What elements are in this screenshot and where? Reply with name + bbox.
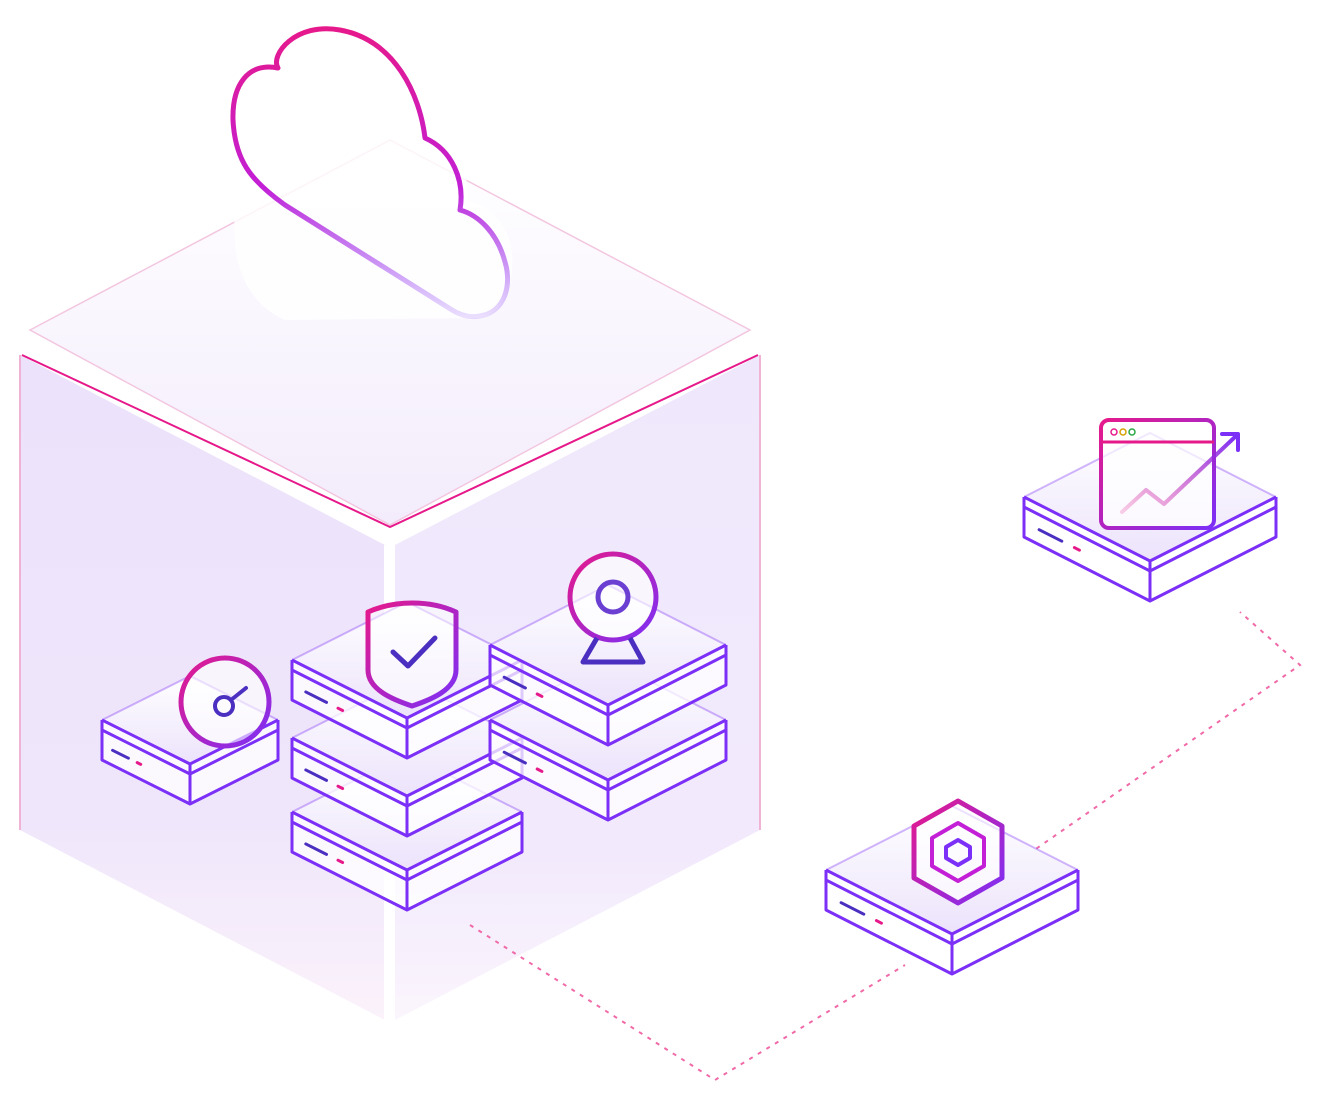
slab-indicator (336, 706, 345, 713)
slab-outline (488, 718, 728, 822)
slab-indicator (336, 784, 345, 791)
vertical-ticks (55, 626, 1254, 980)
slab-indicator (304, 690, 328, 704)
slab-indicator (874, 919, 883, 925)
slab-indicator (535, 767, 544, 773)
slab-indicator (535, 692, 544, 698)
speedometer-icon (178, 655, 272, 749)
slab-indicator (839, 901, 866, 916)
window-dot-green (1128, 428, 1136, 436)
slab-indicator (111, 748, 130, 760)
slab-outline (488, 643, 728, 747)
slab-outline (1022, 495, 1278, 603)
slab-stack-b-1 (488, 583, 728, 747)
browser-chart-icon (1099, 418, 1240, 530)
cube-edge-top-left (21, 354, 759, 529)
slab-indicator (135, 761, 143, 766)
slab-outline (290, 810, 524, 912)
slab-outline (290, 658, 524, 760)
slab-indicator (1037, 528, 1064, 543)
slab-indicator (502, 750, 527, 765)
cloud-icon (230, 26, 513, 320)
connection-line-2 (1019, 611, 1302, 861)
slab-outline (290, 736, 524, 838)
shield-check-icon (365, 600, 459, 709)
slab-indicator (304, 768, 328, 782)
window-dot-red (1110, 428, 1118, 436)
slab-indicator (304, 842, 328, 856)
slab-indicator (502, 675, 527, 690)
connection-line (469, 924, 906, 1082)
slab-indicator (1072, 546, 1081, 552)
hexagon-target-icon (911, 798, 1005, 906)
webcam-icon (567, 551, 659, 665)
slab-outline (824, 868, 1080, 976)
window-dot-yellow (1119, 428, 1127, 436)
slab-indicator (336, 858, 345, 865)
slab-outline (100, 718, 280, 806)
